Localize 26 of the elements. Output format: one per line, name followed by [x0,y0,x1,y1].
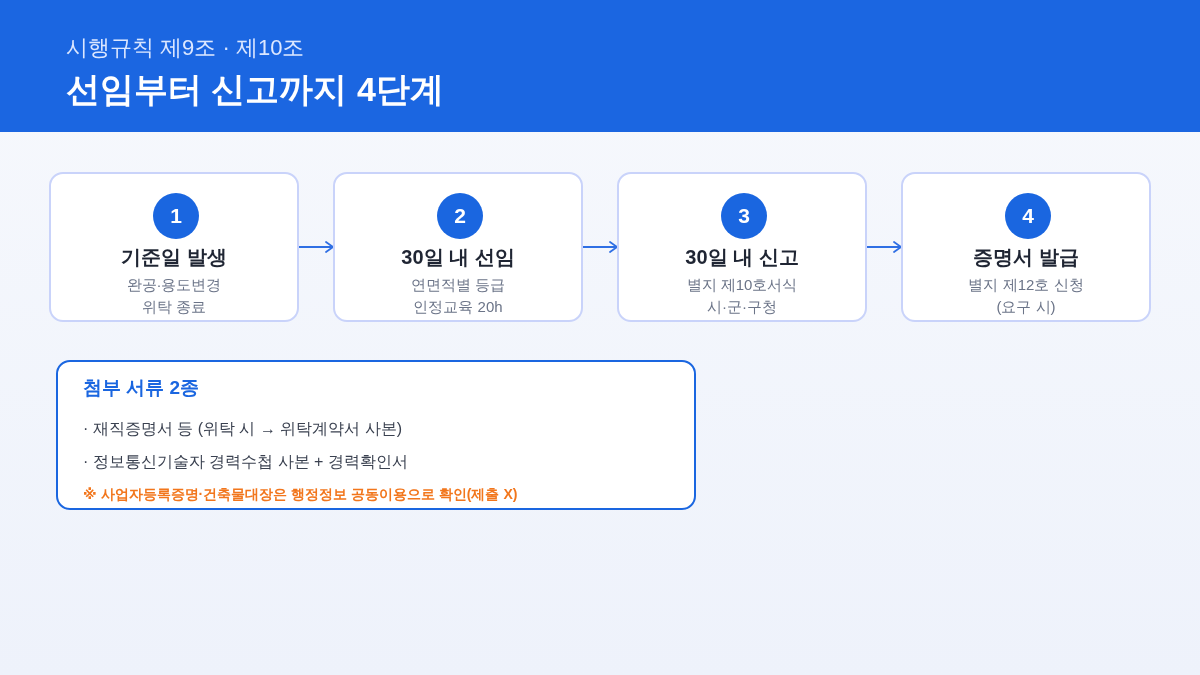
step-box [901,172,1151,322]
step-box [333,172,583,322]
arrow [298,241,334,253]
step-description: 별지 제10호서식 시·군·구청 [685,275,799,317]
number-circle: 4 [1005,193,1051,239]
step-box [617,172,867,322]
step-description: 별지 제12호 신청 (요구 시) [967,275,1085,317]
note-heading: 첨부 서류 2종 [83,376,200,400]
step-description: 연면적별 등급 인정교육 20h [409,275,507,317]
list-item: · 재직증명서 등 (위탁 시 → 위탁계약서 사본) [83,419,403,439]
step-description: 완공·용도변경 위탁 종료 [125,275,223,317]
list-item: · 정보통신기술자 경력수첩 사본 + 경력확인서 [83,452,408,472]
step-box [49,172,299,322]
arrow [582,241,618,253]
step-title: 30일 내 선임 [400,245,516,270]
step-title: 증명서 발급 [972,245,1080,270]
step-title: 30일 내 신고 [684,245,800,270]
warning-note: ※ 사업자등록증명·건축물대장은 행정정보 공동이용으로 확인(제출 X) [83,485,518,504]
subtitle: 시행규칙 제9조 · 제10조 [66,34,305,62]
number-circle: 1 [153,193,199,239]
arrow [866,241,902,253]
number-circle: 2 [437,193,483,239]
title: 선임부터 신고까지 4단계 [66,69,444,110]
number-circle: 3 [721,193,767,239]
note-box [56,360,696,510]
step-title: 기준일 발생 [120,245,228,270]
